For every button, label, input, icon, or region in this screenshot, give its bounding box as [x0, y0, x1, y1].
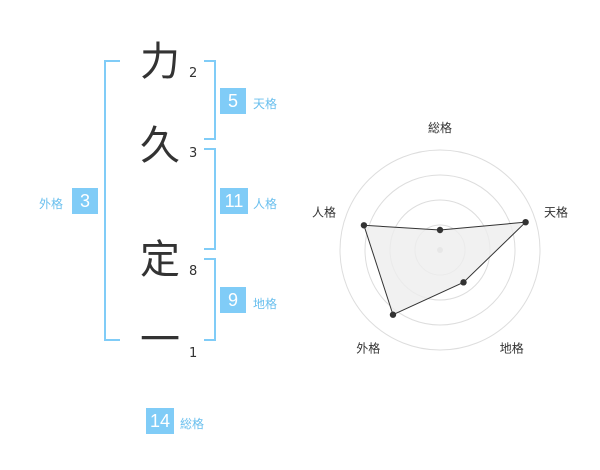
radar-point [389, 311, 397, 318]
name-char-4: 一 [140, 317, 180, 363]
radar-point [522, 218, 529, 226]
radar-point [360, 222, 368, 229]
chikaku-label: 地格 [253, 297, 278, 311]
name-char-3: 定 [140, 237, 180, 283]
radar-point [436, 226, 444, 234]
chikaku-bracket [204, 258, 216, 341]
radar-ring [339, 149, 541, 351]
jinkaku-value: 11 [220, 188, 248, 214]
radar-axis-label: 外格 [356, 341, 380, 356]
stroke-count-4: 1 [189, 346, 198, 361]
name-char-2: 久 [140, 123, 180, 169]
tenkaku-label: 天格 [253, 97, 278, 111]
tenkaku-value: 5 [220, 88, 246, 114]
radar-axis-label: 天格 [544, 204, 568, 219]
stroke-count-1: 2 [189, 66, 198, 81]
soukaku-value: 14 [146, 408, 174, 434]
radar-point [460, 279, 467, 286]
stroke-count-3: 8 [189, 264, 198, 279]
stroke-count-2: 3 [189, 146, 198, 161]
chikaku-value: 9 [220, 287, 246, 313]
radar-ring [364, 174, 516, 326]
name-char-1: 力 [140, 39, 180, 85]
gaikaku-value: 3 [72, 188, 98, 214]
radar-axis-label: 地格 [500, 341, 524, 356]
jinkaku-bracket [204, 148, 216, 250]
radar-axis-label: 総格 [428, 120, 452, 135]
tenkaku-bracket [204, 60, 216, 140]
radar-axis-label: 人格 [312, 204, 336, 219]
radar-polygon [363, 221, 527, 316]
soukaku-label: 総格 [180, 417, 205, 431]
jinkaku-label: 人格 [253, 197, 278, 211]
outer-bracket [104, 60, 120, 341]
gaikaku-label: 外格 [39, 197, 64, 211]
